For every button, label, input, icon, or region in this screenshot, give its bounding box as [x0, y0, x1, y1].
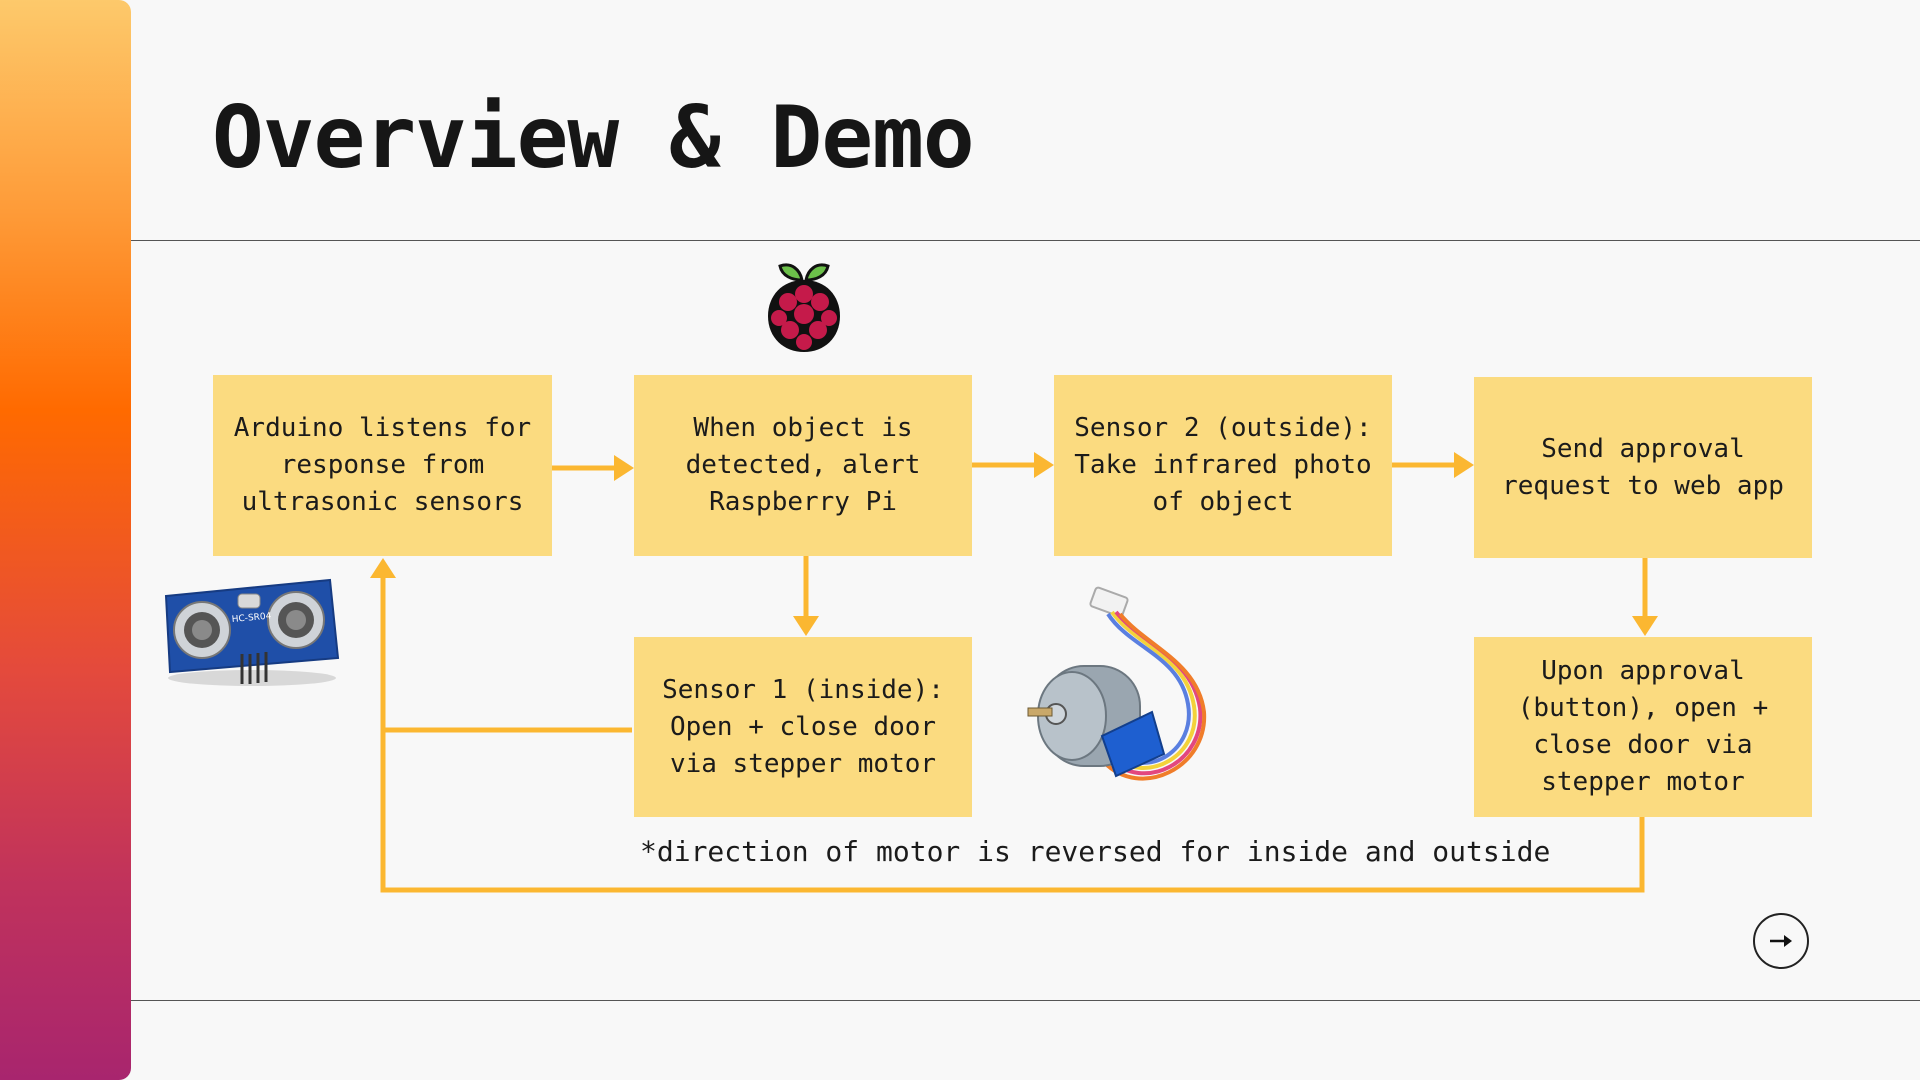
footnote: *direction of motor is reversed for insi… — [640, 835, 1551, 868]
footer-divider — [131, 1000, 1920, 1001]
node-arduino-text: Arduino listens for response from ultras… — [233, 413, 532, 517]
node-upon-approval: Upon approval (button), open + close doo… — [1474, 637, 1812, 817]
ultrasonic-sensor-image: HC-SR04 — [164, 578, 340, 686]
node-sensor1: Sensor 1 (inside): Open + close door via… — [634, 637, 972, 817]
node-sensor2-text: Sensor 2 (outside): Take infrared photo … — [1074, 413, 1372, 517]
node-raspberry-text: When object is detected, alert Raspberry… — [685, 413, 921, 517]
node-approval: Send approval request to web app — [1474, 377, 1812, 558]
next-slide-button[interactable] — [1753, 913, 1809, 969]
node-arduino: Arduino listens for response from ultras… — [213, 375, 552, 556]
stepper-motor-image — [1027, 586, 1207, 781]
accent-sidebar — [0, 0, 131, 1080]
node-upon-approval-text: Upon approval (button), open + close doo… — [1517, 656, 1769, 797]
arrow-loop-back — [380, 576, 1645, 893]
ultrasonic-label: HC-SR04 — [231, 612, 272, 625]
slide-title: Overview & Demo — [212, 88, 975, 188]
raspberry-pi-logo — [768, 263, 840, 352]
node-sensor1-text: Sensor 1 (inside): Open + close door via… — [662, 674, 944, 779]
node-sensor2: Sensor 2 (outside): Take infrared photo … — [1054, 375, 1392, 556]
title-divider — [131, 240, 1920, 241]
arrow-right-icon — [1770, 935, 1792, 947]
node-raspberry: When object is detected, alert Raspberry… — [634, 375, 972, 556]
node-approval-text: Send approval request to web app — [1502, 433, 1784, 501]
